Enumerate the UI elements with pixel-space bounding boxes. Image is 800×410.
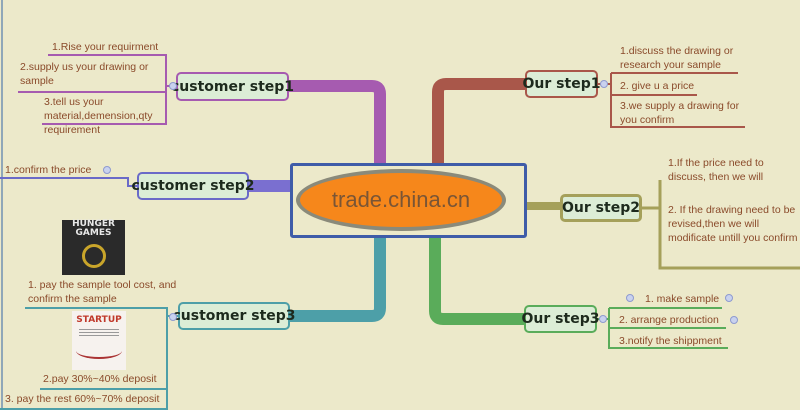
subtopic[interactable]: 1. pay the sample tool cost, and confirm… [28,279,177,305]
mockingjay-emblem-icon [81,244,106,268]
bicycle-icon [76,343,122,359]
subtopic[interactable]: 3. pay the rest 60%~70% deposit [5,393,160,405]
collapse-toggle-icon[interactable] [169,313,177,321]
branch-our-step1 [432,78,525,165]
subtopic[interactable]: 2.supply us your drawing or sample [20,61,149,87]
branch-customer-step1 [289,80,386,165]
branch-customer-step3 [290,236,386,322]
expand-toggle-icon[interactable] [730,316,738,324]
customer-step3-node[interactable]: customer step3 [172,302,296,330]
branch-our-step3 [429,236,524,325]
subtopic[interactable]: 1.discuss the drawing or research your s… [620,45,734,71]
central-topic-frame[interactable] [290,163,527,238]
our-step3-node[interactable]: Our step3 [522,305,599,333]
subtopic[interactable]: 2.pay 30%~40% deposit [43,373,157,385]
subtopic[interactable]: 2. If the drawing need to be revised,the… [668,204,798,244]
our-step2-node[interactable]: Our step2 [560,194,642,222]
subtopic[interactable]: 3.we supply a drawing for you confirm [620,100,740,126]
subtopic[interactable]: 3.notify the shippment [619,335,722,347]
collapse-toggle-icon[interactable] [599,315,607,323]
collapse-toggle-icon[interactable] [169,82,177,90]
left-edge-line [1,0,3,410]
subtopic[interactable]: 1.Rise your requirment [52,41,159,53]
startup-book-image: STARTUP [72,311,126,370]
subtopic[interactable]: 2. arrange production [619,314,719,326]
our-step1-node[interactable]: Our step1 [523,70,600,98]
central-topic-label: trade.china.cn [331,187,471,212]
collapse-toggle-icon[interactable] [103,166,111,174]
subtopic[interactable]: 3.tell us your material,demension,qty re… [44,96,153,136]
collapse-toggle-icon[interactable] [626,294,634,302]
subtopic[interactable]: 1.confirm the price [5,164,92,176]
collapse-toggle-icon[interactable] [600,80,608,88]
customer-step2-node[interactable]: customer step2 [131,172,255,200]
central-topic[interactable]: trade.china.cn [296,169,506,231]
subtopic[interactable]: 1. make sample [645,293,720,305]
customer-step1-node[interactable]: customer step1 [171,72,294,101]
expand-toggle-icon[interactable] [725,294,733,302]
subtopic[interactable]: 2. give u a price [620,80,695,92]
subtopic[interactable]: 1.If the price need to discuss, then we … [668,157,764,183]
